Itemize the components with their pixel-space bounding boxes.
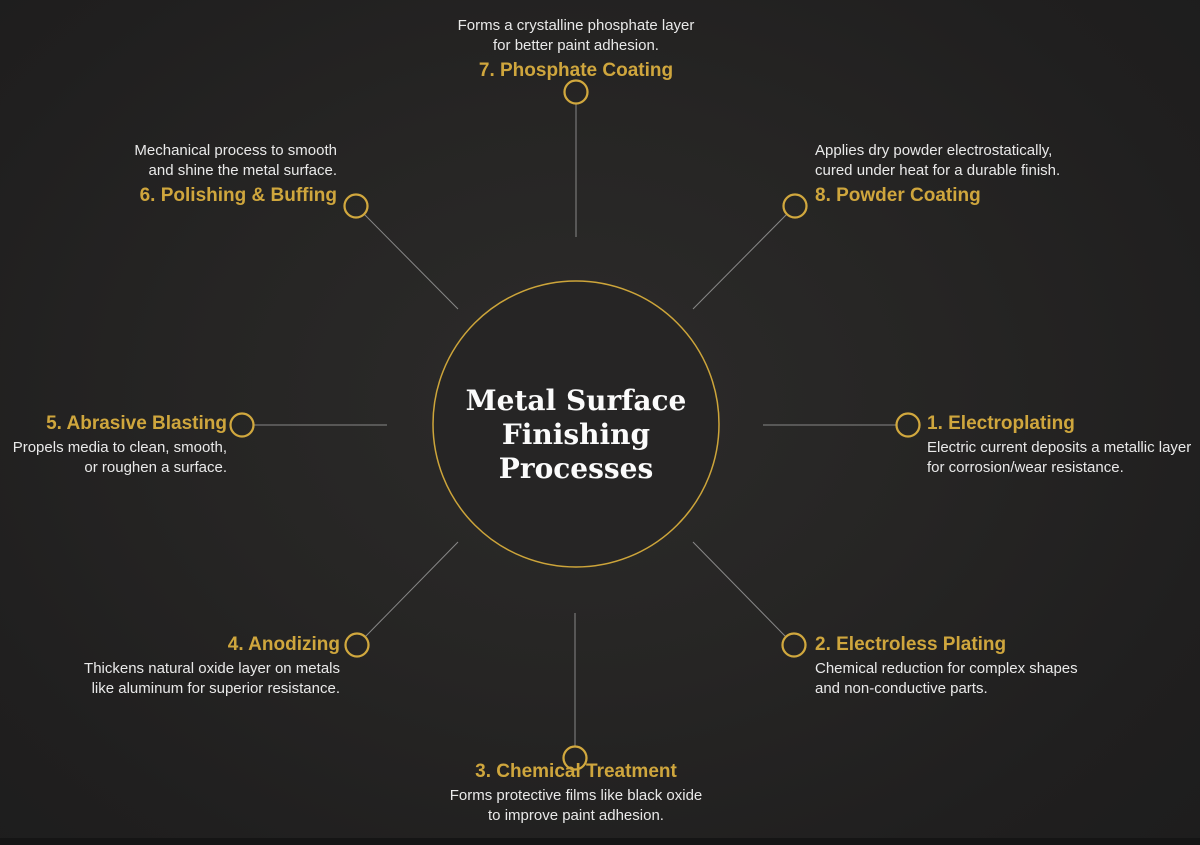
desc-line: like aluminum for superior resistance. [91, 680, 340, 697]
spoke-polishing-buffing [363, 213, 459, 310]
desc-line: Mechanical process to smooth [134, 142, 337, 159]
desc-line: Forms a crystalline phosphate layer [457, 17, 695, 34]
bottom-edge-bar [0, 838, 1200, 845]
node-anodizing: 4. Anodizing Thickens natural oxide laye… [84, 633, 340, 699]
node-marker-phosphate-coating [563, 79, 589, 105]
node-title: 7. Phosphate Coating [478, 60, 674, 81]
desc-line: Forms protective films like black oxide [449, 787, 703, 804]
node-description: Mechanical process to smooth and shine t… [134, 141, 337, 181]
node-chemical-treatment: 3. Chemical Treatment Forms protective f… [376, 760, 776, 826]
desc-line: Electric current deposits a metallic lay… [927, 439, 1192, 456]
desc-line: for better paint adhesion. [493, 37, 659, 54]
node-marker-electroplating [895, 412, 921, 438]
desc-line: Chemical reduction for complex shapes [815, 660, 1078, 677]
spoke-electroless-plating [692, 541, 787, 638]
desc-line: Thickens natural oxide layer on metals [84, 660, 340, 677]
node-description: Applies dry powder electrostatically, cu… [815, 141, 1060, 181]
node-electroplating: 1. Electroplating Electric current depos… [927, 412, 1191, 478]
spoke-powder-coating [692, 213, 788, 310]
center-title-line: Metal Surface [465, 384, 687, 417]
desc-line: or roughen a surface. [84, 459, 227, 476]
node-title: 2. Electroless Plating [815, 634, 1007, 655]
center-title-line: Finishing [501, 418, 651, 451]
node-marker-chemical-treatment [562, 745, 588, 771]
node-description: Forms a crystalline phosphate layer for … [376, 16, 776, 56]
desc-line: to improve paint adhesion. [488, 807, 664, 824]
node-title: 3. Chemical Treatment [475, 761, 677, 782]
node-marker-polishing-buffing [343, 193, 369, 219]
desc-line: and non-conductive parts. [815, 680, 988, 697]
desc-line: cured under heat for a durable finish. [815, 162, 1061, 179]
node-description: Forms protective films like black oxide … [376, 786, 776, 826]
desc-line: and shine the metal surface. [148, 162, 337, 179]
desc-line: Applies dry powder electrostatically, [815, 142, 1053, 159]
center-circle [432, 280, 720, 568]
node-title: 6. Polishing & Buffing [139, 185, 337, 206]
node-polishing-buffing: Mechanical process to smooth and shine t… [134, 141, 337, 208]
node-powder-coating: Applies dry powder electrostatically, cu… [815, 141, 1060, 208]
node-description: Propels media to clean, smooth, or rough… [13, 438, 227, 478]
node-title: 1. Electroplating [927, 413, 1075, 434]
node-title: 5. Abrasive Blasting [46, 413, 227, 434]
desc-line: for corrosion/wear resistance. [927, 459, 1124, 476]
node-marker-anodizing [344, 632, 370, 658]
node-marker-abrasive-blasting [229, 412, 255, 438]
node-title: 4. Anodizing [227, 634, 340, 655]
center-title: Metal Surface Finishing Processes [433, 384, 719, 486]
node-description: Electric current deposits a metallic lay… [927, 438, 1191, 478]
node-description: Thickens natural oxide layer on metals l… [84, 659, 340, 699]
node-marker-electroless-plating [781, 632, 807, 658]
node-title: 8. Powder Coating [815, 185, 981, 206]
node-electroless-plating: 2. Electroless Plating Chemical reductio… [815, 633, 1078, 699]
node-description: Chemical reduction for complex shapes an… [815, 659, 1078, 699]
desc-line: Propels media to clean, smooth, [12, 439, 227, 456]
node-abrasive-blasting: 5. Abrasive Blasting Propels media to cl… [13, 412, 227, 478]
node-phosphate-coating: Forms a crystalline phosphate layer for … [376, 16, 776, 83]
center-title-line: Processes [498, 452, 654, 485]
spoke-anodizing [364, 541, 459, 638]
node-marker-powder-coating [782, 193, 808, 219]
